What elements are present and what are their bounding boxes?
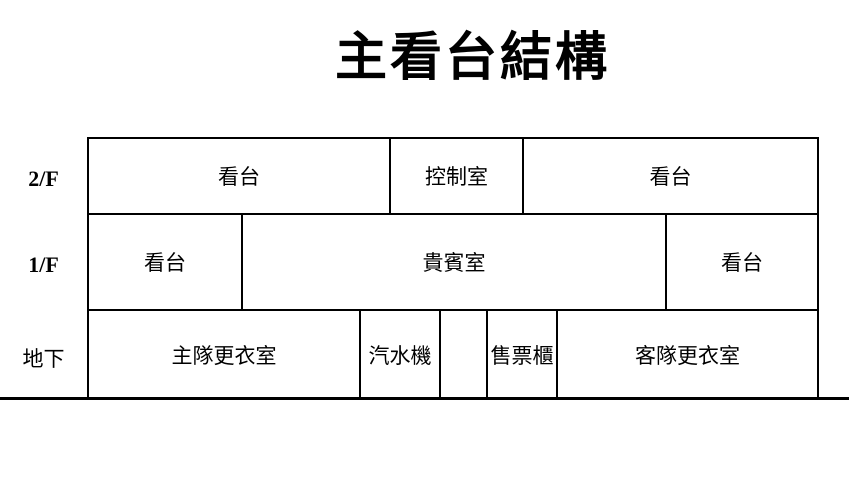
floor-label-basement: 地下: [22, 346, 65, 371]
cell-grandstand-right-2f: 看台: [649, 165, 692, 189]
cell-grandstand-left-2f: 看台: [89, 139, 391, 213]
page-title: 主看台結構: [334, 29, 610, 87]
cell-away-team-changing-room: 客隊更衣室: [635, 343, 740, 368]
cell-soda-machine: 汽水機: [361, 311, 441, 398]
floor-label-2f: 2/F: [28, 166, 59, 191]
floor-row-basement: 主隊更衣室 汽水機 售票櫃 客隊更衣室: [87, 309, 819, 400]
floor-row-1f: 看台 貴賓室 看台: [87, 213, 819, 311]
floor-row-2f: 看台 控制室 看台: [87, 137, 819, 215]
cell-home-team-changing-room: 主隊更衣室: [89, 311, 361, 398]
floor-label-1f: 1/F: [28, 252, 59, 277]
cell-grandstand-right-1f: 看台: [721, 251, 763, 275]
cell-ticket-counter: 售票櫃: [488, 311, 558, 398]
cell-empty: [441, 311, 488, 398]
cell-grandstand-left-1f: 看台: [89, 215, 243, 309]
cell-vip-room: 貴賓室: [243, 215, 667, 309]
cell-control-room: 控制室: [391, 139, 524, 213]
ground-line: [0, 397, 849, 400]
